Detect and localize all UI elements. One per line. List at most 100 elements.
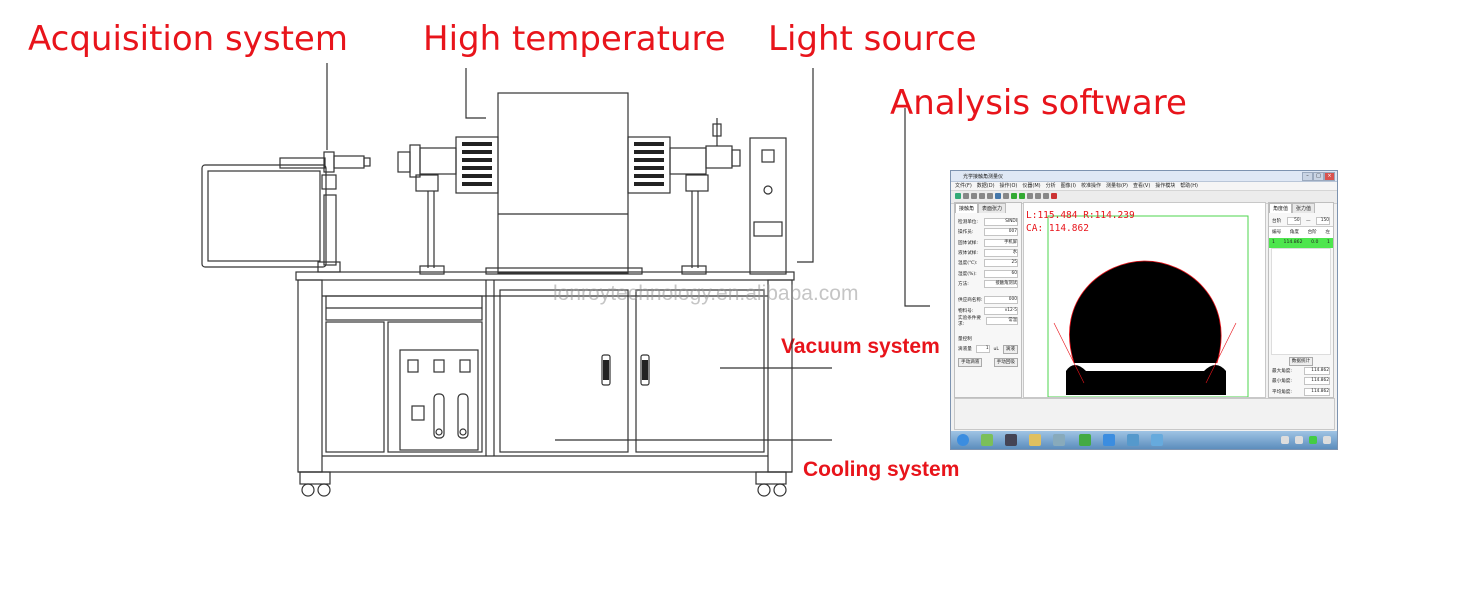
field-input[interactable]: 60 [984, 269, 1018, 278]
menu-item[interactable]: 查看(V) [1132, 183, 1151, 189]
droplet-app-icon[interactable] [1151, 434, 1163, 446]
field-input[interactable]: SINDI [984, 218, 1018, 227]
field-row: 方法:接触角测试 [958, 279, 1018, 288]
play-icon[interactable] [955, 193, 961, 199]
minimize-icon[interactable]: – [1302, 172, 1313, 181]
manual-drop-button[interactable]: 手动滴液 [958, 358, 983, 368]
menu-bar: 文件(F) 数据(D) 操作(O) 仪器(M) 分析 图像(I) 校准操作 测量… [951, 182, 1337, 191]
drawer [325, 295, 483, 321]
field-row: 实验条件要求:常温 [958, 315, 1018, 327]
watermark-text: lonroytechnology.en.alibaba.com [553, 282, 859, 305]
tray-icon[interactable] [1323, 436, 1331, 444]
tray-icon[interactable] [1295, 436, 1303, 444]
camera [279, 151, 371, 190]
menu-item[interactable]: 校准操作 [1081, 183, 1102, 189]
menu-item[interactable]: 仪器(M) [1022, 183, 1041, 189]
menu-item[interactable]: 文件(F) [955, 183, 972, 189]
close-icon[interactable]: × [1324, 172, 1335, 181]
app-icon[interactable] [981, 434, 993, 446]
field-input[interactable]: 007 [984, 228, 1018, 237]
open-icon[interactable] [987, 193, 993, 199]
app-icon[interactable] [1127, 434, 1139, 446]
log-pane [954, 398, 1335, 430]
stat-row: 平均角度:114.862 [1272, 387, 1330, 396]
field-input[interactable]: 000 [984, 296, 1018, 305]
folder-icon[interactable] [1029, 434, 1041, 446]
measure-icon[interactable] [1011, 193, 1017, 199]
menu-item[interactable]: 图像(I) [1060, 183, 1077, 189]
volume-row: 滴液量 1 uL 滴液 [955, 344, 1021, 354]
tab-surface-tension[interactable]: 表面张力 [978, 203, 1007, 213]
range-to-input[interactable]: 150 [1315, 217, 1330, 226]
monitor [201, 164, 341, 273]
dose-control-heading: 量控制 [958, 337, 972, 343]
stats-button[interactable]: 数据统计 [1288, 356, 1314, 366]
cabinet-doors [499, 289, 765, 453]
angle-readout-lr: L:115.484 R:114.239 [1026, 210, 1135, 221]
right-stage [669, 118, 741, 275]
field-input[interactable]: v12-5 [984, 306, 1018, 315]
menu-item[interactable]: 帮助(H) [1180, 183, 1198, 189]
field-input[interactable]: 水 [984, 249, 1018, 258]
window-title: 光学接触角测量仪 [963, 174, 1004, 180]
field-row: 物料号:v12-5 [958, 306, 1018, 315]
camera-icon[interactable] [971, 193, 977, 199]
tray-icon[interactable] [1281, 436, 1289, 444]
field-row: 温度(℃):25 [958, 259, 1018, 268]
field-input[interactable]: 接触角测试 [984, 279, 1018, 288]
field-input[interactable]: 手机屏 [984, 238, 1018, 247]
high-temperature-label: High temperature [423, 19, 726, 59]
menu-item[interactable]: 分析 [1045, 183, 1056, 189]
info-icon[interactable] [1043, 193, 1049, 199]
manual-suck-button[interactable]: 手动回吸 [993, 358, 1018, 368]
field-row: 检测单位:SINDI [958, 218, 1018, 227]
fit-icon[interactable] [1003, 193, 1009, 199]
app-icon[interactable] [1079, 434, 1091, 446]
table-header: 编号角度台阶左 [1269, 226, 1333, 238]
stat-row: 最大角度:114.862 [1272, 367, 1330, 376]
tab-tension-values[interactable]: 张力值 [1292, 203, 1316, 213]
droplet-image-view[interactable]: L:115.484 R:114.239 CA: 114.862 [1023, 202, 1266, 398]
tab-angle-values[interactable]: 角度值 [1269, 203, 1293, 213]
zoom-icon[interactable] [995, 193, 1001, 199]
field-input[interactable]: 常温 [985, 316, 1018, 325]
field-input[interactable]: 25 [984, 259, 1018, 268]
left-stage [397, 144, 457, 275]
start-icon[interactable] [957, 434, 969, 446]
left-cabinet [325, 321, 483, 453]
tool-icon[interactable] [1019, 193, 1025, 199]
acquisition-system-label: Acquisition system [28, 19, 348, 59]
range-from-input[interactable]: 50 [1286, 217, 1301, 226]
drop-button[interactable]: 滴液 [1002, 344, 1018, 354]
heart-icon[interactable] [1051, 193, 1057, 199]
field-row: 液体试样:水 [958, 249, 1018, 258]
menu-item[interactable]: 测量标(P) [1106, 183, 1128, 189]
droplet-svg [1047, 215, 1249, 398]
menu-item[interactable]: 数据(D) [976, 183, 995, 189]
app-icon[interactable] [1005, 434, 1017, 446]
menu-item[interactable]: 操作模块 [1155, 183, 1176, 189]
stat-row: 最小角度:114.862 [1272, 377, 1330, 386]
field-row: 操作员:007 [958, 228, 1018, 237]
save-icon[interactable] [979, 193, 985, 199]
analysis-software-window: 光学接触角测量仪 – □ × 文件(F) 数据(D) 操作(O) 仪器(M) 分… [950, 170, 1338, 450]
settings-icon[interactable] [1027, 193, 1033, 199]
pause-icon[interactable] [963, 193, 969, 199]
app-icon[interactable] [1053, 434, 1065, 446]
app-icon[interactable] [1103, 434, 1115, 446]
volume-input[interactable]: 1 [975, 345, 990, 354]
maximize-icon[interactable]: □ [1313, 172, 1324, 181]
field-row: 湿度(%):60 [958, 269, 1018, 278]
taskbar [951, 431, 1337, 449]
tab-contact-angle[interactable]: 接触角 [955, 203, 979, 213]
print-icon[interactable] [1035, 193, 1041, 199]
table-body [1271, 247, 1331, 355]
menu-item[interactable]: 操作(O) [999, 183, 1018, 189]
window-titlebar: 光学接触角测量仪 – □ × [951, 171, 1337, 182]
high-temp-leader-line [465, 68, 486, 119]
field-row: 供应商名称:000 [958, 296, 1018, 305]
table-top [295, 271, 795, 281]
tray-icon[interactable] [1309, 436, 1317, 444]
